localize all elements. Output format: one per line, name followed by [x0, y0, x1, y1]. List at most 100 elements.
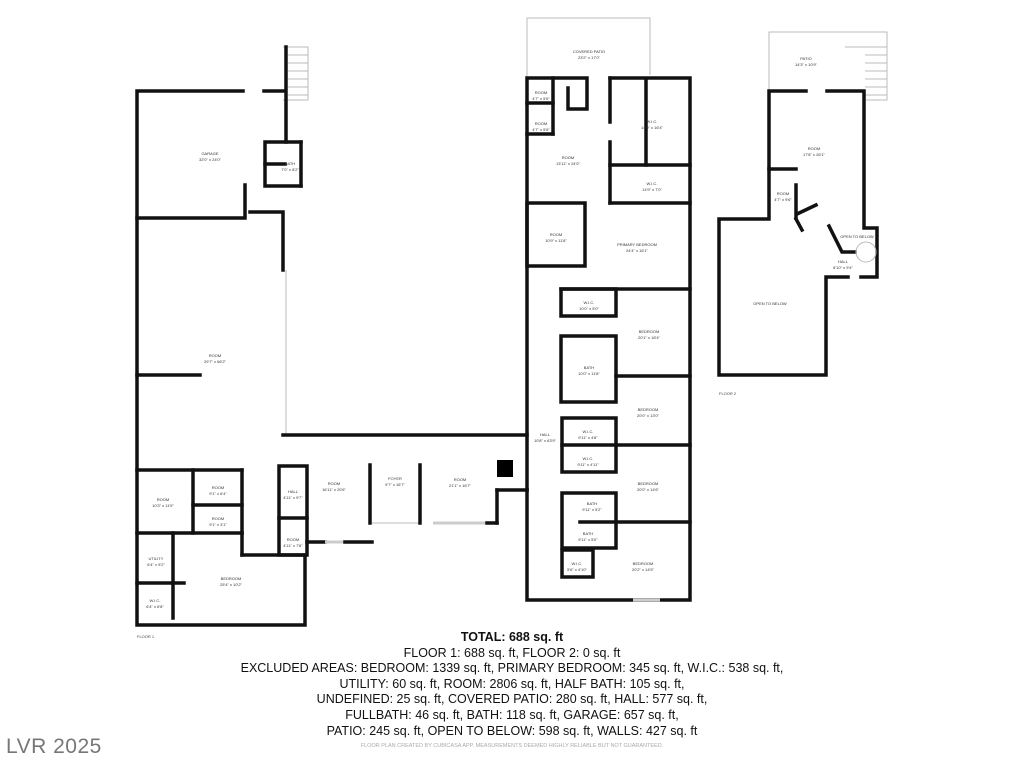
room-dimensions: 5'6" x 4'10"	[567, 567, 587, 572]
room-name: FOYER	[388, 476, 402, 481]
floor2-label: FLOOR 2	[719, 391, 737, 396]
room-name: PATIO	[800, 56, 812, 61]
room-name: ROOM	[534, 121, 548, 126]
room-name: ROOM	[453, 477, 467, 482]
room-dimensions: 13'11" x 24'0"	[556, 161, 580, 166]
room-dimensions: 9'11" x 5'0"	[578, 537, 598, 542]
room-name: ROOM	[286, 537, 300, 542]
room-name: BATH	[284, 161, 296, 166]
area-summary: TOTAL: 688 sq. ft FLOOR 1: 688 sq. ft, F…	[0, 630, 1024, 739]
room-dimensions: 21'1" x 16'7"	[449, 483, 471, 488]
room-dimensions: 24'4" x 16'1"	[626, 248, 648, 253]
floor1-label: FLOOR 1	[137, 634, 155, 639]
room-name: W.I.C.	[149, 598, 161, 603]
summary-line: FLOOR 1: 688 sq. ft, FLOOR 2: 0 sq. ft	[403, 645, 621, 660]
room-dimensions: 14'9" x 16'4"	[641, 125, 663, 130]
room-name: ROOM	[208, 353, 222, 358]
room-dimensions: 6'4" x 9'2"	[147, 562, 165, 567]
room-dimensions: 9'1" x 6'4"	[209, 491, 227, 496]
room-name: OPEN TO BELOW	[753, 301, 787, 306]
room-dimensions: 9'1" x 3'1"	[209, 522, 227, 527]
room-name: BEDROOM	[638, 329, 660, 334]
room-dimensions: 10'3" x 11'9"	[152, 503, 174, 508]
room-dimensions: 32'0" x 24'0"	[199, 157, 221, 162]
room-dimensions: 4'11" x 9'7"	[283, 495, 303, 500]
summary-line: UTILITY: 60 sq. ft, ROOM: 2806 sq. ft, H…	[339, 676, 685, 691]
room-name: BEDROOM	[632, 561, 654, 566]
room-dimensions: 17'8" x 26'1"	[803, 152, 825, 157]
room-name: ROOM	[776, 191, 790, 196]
room-name: HALL	[287, 489, 299, 494]
room-name: ROOM	[211, 485, 225, 490]
room-dimensions: 20'0" x 13'0"	[637, 413, 659, 418]
room-dimensions: 9'7" x 16'7"	[385, 482, 405, 487]
room-name: BATH	[582, 531, 594, 536]
room-name: OPEN TO BELOW	[840, 234, 874, 239]
room-dimensions: 9'11" x 5'2"	[582, 507, 602, 512]
room-dimensions: 4'7" x 5'6"	[532, 127, 550, 132]
room-name: BEDROOM	[220, 576, 242, 581]
room-dimensions: 4'7" x 9'6"	[774, 197, 792, 202]
room-dimensions: 20'0" x 14'6"	[637, 487, 659, 492]
floor1-walls	[135, 45, 529, 627]
room-name: W.I.C.	[646, 181, 658, 186]
room-name: ROOM	[807, 146, 821, 151]
summary-line: UNDEFINED: 25 sq. ft, COVERED PATIO: 280…	[316, 692, 708, 707]
room-name: COVERED PATIO	[572, 49, 606, 54]
room-dimensions: 8'10" x 9'4"	[833, 265, 853, 270]
floor2-walls	[717, 31, 888, 377]
room-name: W.I.C.	[646, 119, 658, 124]
room-name: HALL	[539, 432, 550, 437]
room-name: ROOM	[561, 155, 575, 160]
room-label: W.I.C.10'0" x 5'0"	[579, 300, 599, 312]
watermark: LVR 2025	[6, 735, 102, 758]
room-dimensions: 10'8" x 63'9"	[534, 438, 556, 443]
room-name: W.I.C.	[583, 300, 595, 305]
summary-line: FULLBATH: 46 sq. ft, BATH: 118 sq. ft, G…	[345, 707, 679, 722]
room-name: GARAGE	[201, 151, 219, 156]
room-name: PRIMARY BEDROOM	[617, 242, 657, 247]
summary-line: EXCLUDED AREAS: BEDROOM: 1339 sq. ft, PR…	[240, 661, 784, 676]
room-dimensions: 10'0" x 5'0"	[579, 306, 599, 311]
room-label: W.I.C.14'9" x 16'4"	[641, 119, 663, 131]
summary-line: PATIO: 245 sq. ft, OPEN TO BELOW: 598 sq…	[326, 723, 698, 738]
room-name: W.I.C.	[582, 456, 594, 461]
room-dimensions: 20'1" x 18'4"	[638, 335, 660, 340]
room-label: W.I.C.9'11" x 4'11"	[577, 456, 598, 468]
room-dimensions: 6'4" x 6'8"	[146, 604, 164, 609]
room-dimensions: 4'7" x 5'6"	[532, 96, 550, 101]
room-dimensions: 29'7" x 66'2"	[204, 359, 226, 364]
room-dimensions: 7'0" x 8'2"	[281, 167, 299, 172]
room-name: ROOM	[327, 481, 341, 486]
room-label: W.I.C.5'6" x 4'10"	[567, 561, 587, 573]
room-dimensions: 10'9" x 11'8"	[545, 238, 567, 243]
room-name: BATH	[583, 365, 595, 370]
credit-text: FLOOR PLAN CREATED BY CUBICASA APP. MEAS…	[360, 743, 664, 749]
room-dimensions: 9'11" x 4'11"	[577, 462, 599, 467]
chimney-block	[497, 460, 513, 477]
